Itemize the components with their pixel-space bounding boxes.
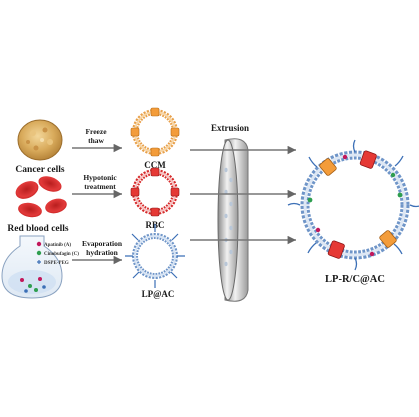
step-evaporation-line2: hydration — [86, 248, 119, 257]
legend-swatch-cinobufagin — [36, 250, 42, 256]
rbc-vesicle — [130, 167, 180, 217]
red-blood-cells-image — [15, 176, 67, 218]
cancer-cell-image — [17, 119, 63, 161]
lp-ac-label: LP@AC — [142, 289, 175, 299]
ccm-label: CCM — [144, 160, 166, 170]
legend-apatinib-label: Apatinib (A) — [44, 243, 71, 248]
flask-image — [1, 235, 63, 299]
step-hypotonic-line1: Hypotonic — [83, 173, 117, 182]
lp-ac-vesicle — [125, 224, 185, 288]
legend-swatch-dspe-peg — [37, 260, 41, 264]
cancer-cells-label: Cancer cells — [15, 165, 64, 175]
step-freeze-line2: thaw — [88, 136, 104, 145]
final-hybrid-vesicle — [287, 139, 419, 271]
legend: Apatinib (A) Cinobufagin (C) DSPE-PEG — [36, 241, 79, 266]
step-hypotonic-line2: treatment — [84, 182, 116, 191]
final-product-label: LP-R/C@AC — [325, 274, 385, 285]
red-blood-cells-label: Red blood cells — [7, 224, 69, 234]
ccm-vesicle — [130, 107, 180, 157]
legend-dspe-peg-label: DSPE-PEG — [44, 261, 69, 266]
legend-cinobufagin-label: Cinobufagin (C) — [44, 252, 79, 257]
legend-swatch-apatinib — [36, 241, 42, 247]
step-evaporation-line1: Evaporation — [82, 239, 123, 248]
extrusion-label: Extrusion — [211, 123, 249, 133]
step-freeze-line1: Freeze — [85, 127, 107, 136]
extrusion-membrane — [217, 138, 249, 302]
